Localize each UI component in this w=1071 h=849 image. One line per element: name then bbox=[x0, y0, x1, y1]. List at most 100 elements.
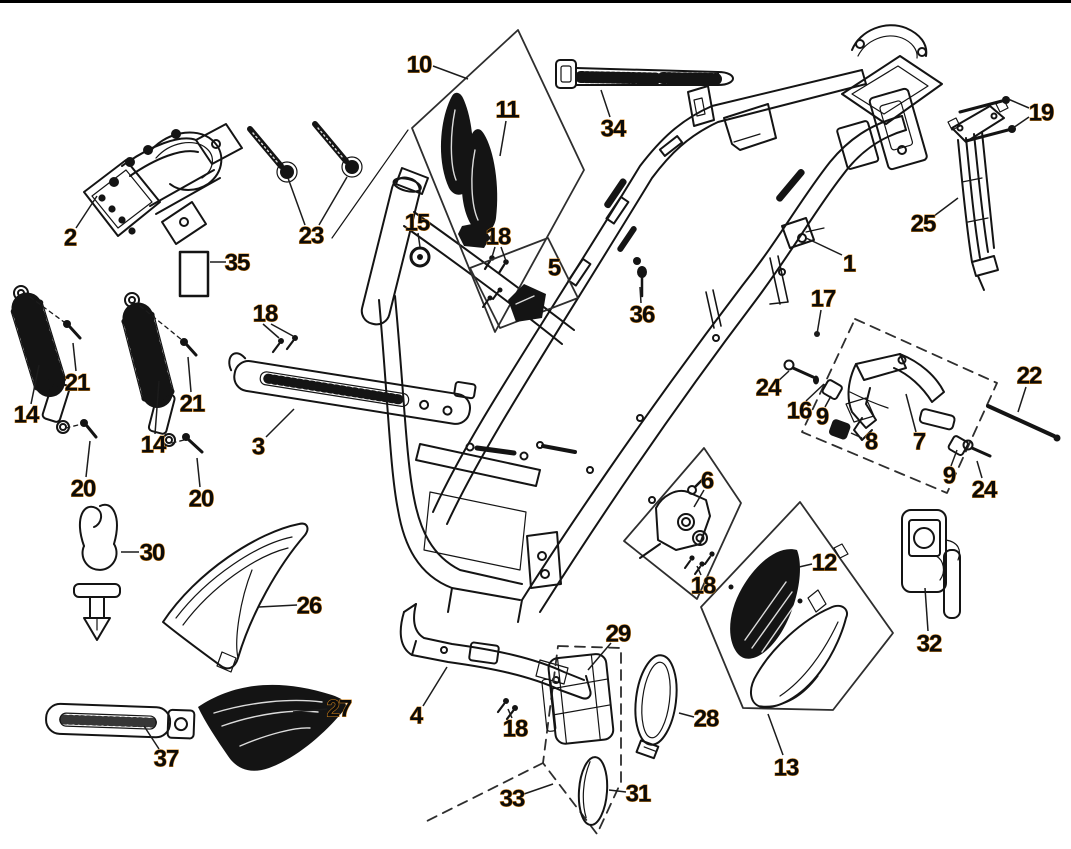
svg-text:15: 15 bbox=[405, 210, 430, 237]
part-callout-18: 18 bbox=[252, 300, 294, 339]
part-callout-7: 7 bbox=[905, 393, 927, 456]
part-callout-28: 28 bbox=[678, 705, 720, 733]
part-callout-32: 32 bbox=[916, 587, 943, 658]
svg-text:18: 18 bbox=[503, 716, 528, 743]
part-callout-10: 10 bbox=[406, 51, 469, 80]
part-callout-30: 30 bbox=[121, 539, 166, 567]
part-callout-31: 31 bbox=[608, 780, 652, 808]
part-callout-36: 36 bbox=[629, 286, 656, 329]
part-6-bracket bbox=[639, 477, 711, 559]
svg-text:11: 11 bbox=[495, 97, 519, 124]
part-callout-17: 17 bbox=[810, 285, 837, 337]
box-33-dashed-tail bbox=[424, 762, 544, 823]
part-12-cover-dark bbox=[728, 543, 849, 659]
svg-text:16: 16 bbox=[787, 398, 812, 425]
part-callout-19: 19 bbox=[1007, 98, 1055, 129]
callout-labels: 1234567899101112131414151617181818181920… bbox=[13, 51, 1055, 813]
part-callout-8: 8 bbox=[850, 428, 879, 456]
part-5-bracket bbox=[482, 284, 546, 322]
part-callout-21: 21 bbox=[179, 356, 206, 418]
svg-text:21: 21 bbox=[180, 391, 205, 418]
svg-text:3: 3 bbox=[252, 434, 265, 461]
part-14-shock-absorber-left bbox=[10, 285, 71, 434]
part-callout-12: 12 bbox=[798, 549, 838, 577]
box-33-dashed bbox=[542, 645, 622, 835]
part-27-side-cover-dark bbox=[198, 684, 346, 771]
svg-text:24: 24 bbox=[972, 477, 998, 504]
part-callout-14: 14 bbox=[13, 364, 41, 429]
svg-text:23: 23 bbox=[299, 223, 324, 250]
part-callout-23: 23 bbox=[287, 176, 348, 250]
part-callout-13: 13 bbox=[767, 713, 800, 782]
svg-text:33: 33 bbox=[500, 786, 525, 813]
part-18-screws-bracket bbox=[684, 551, 715, 575]
part-20-bolts bbox=[80, 419, 204, 454]
part-callout-22: 22 bbox=[1016, 362, 1043, 413]
part-21-bolts bbox=[63, 320, 198, 357]
part-36-screw bbox=[633, 257, 647, 298]
part-31-oval-cover bbox=[577, 756, 609, 826]
part-13-cover bbox=[750, 604, 848, 709]
part-callout-29: 29 bbox=[587, 620, 632, 671]
part-callout-24: 24 bbox=[755, 370, 790, 402]
image-top-border bbox=[0, 0, 1071, 3]
svg-text:26: 26 bbox=[297, 593, 322, 620]
svg-text:14: 14 bbox=[141, 432, 167, 459]
part-23-bolts bbox=[247, 121, 363, 183]
svg-text:28: 28 bbox=[694, 706, 719, 733]
part-callout-9: 9 bbox=[942, 449, 958, 490]
svg-text:17: 17 bbox=[811, 286, 836, 313]
part-callout-24: 24 bbox=[971, 460, 999, 504]
svg-text:30: 30 bbox=[140, 540, 165, 567]
svg-text:14: 14 bbox=[14, 402, 40, 429]
svg-text:6: 6 bbox=[701, 468, 714, 495]
part-32-bracket bbox=[901, 509, 961, 619]
part-callout-18: 18 bbox=[690, 565, 717, 600]
svg-text:37: 37 bbox=[154, 746, 179, 773]
part-callout-2: 2 bbox=[63, 195, 98, 252]
part-callout-1: 1 bbox=[805, 237, 857, 278]
svg-text:9: 9 bbox=[943, 463, 956, 490]
part-callout-6: 6 bbox=[693, 467, 715, 508]
part-25-rear-stay bbox=[947, 99, 1009, 291]
svg-text:31: 31 bbox=[626, 781, 651, 808]
svg-text:13: 13 bbox=[774, 755, 799, 782]
part-26-side-cover bbox=[162, 522, 309, 673]
box-stand-dashed bbox=[801, 318, 998, 494]
svg-text:32: 32 bbox=[917, 631, 942, 658]
svg-text:4: 4 bbox=[410, 703, 424, 730]
part-24-bolt-left bbox=[783, 359, 815, 379]
part-callout-20: 20 bbox=[70, 440, 97, 503]
svg-text:12: 12 bbox=[812, 550, 837, 577]
box-12-13-outline bbox=[700, 501, 894, 711]
part-11-panels bbox=[440, 92, 498, 248]
part-callout-16: 16 bbox=[786, 383, 825, 425]
svg-text:36: 36 bbox=[630, 302, 655, 329]
part-15-grommet bbox=[409, 246, 431, 268]
svg-text:35: 35 bbox=[225, 250, 250, 277]
part-3-floor-side-rail bbox=[228, 352, 477, 425]
part-callout-9: 9 bbox=[815, 395, 832, 431]
part-2-engine-hanger-bracket bbox=[83, 123, 243, 245]
svg-text:22: 22 bbox=[1017, 363, 1042, 390]
part-callout-15: 15 bbox=[404, 209, 431, 248]
part-callout-33: 33 bbox=[499, 783, 554, 813]
svg-text:2: 2 bbox=[64, 225, 77, 252]
part-callout-4: 4 bbox=[409, 666, 448, 730]
part-24-bolt-right bbox=[962, 439, 992, 458]
svg-text:21: 21 bbox=[65, 370, 90, 397]
svg-text:7: 7 bbox=[913, 429, 926, 456]
part-callout-20: 20 bbox=[188, 457, 215, 513]
box-6-outline bbox=[623, 447, 742, 600]
part-30-clip bbox=[73, 503, 121, 641]
svg-text:34: 34 bbox=[601, 116, 627, 143]
svg-text:25: 25 bbox=[911, 211, 936, 238]
part-callout-5: 5 bbox=[547, 254, 562, 282]
part-callout-37: 37 bbox=[143, 725, 180, 773]
svg-text:9: 9 bbox=[816, 404, 829, 431]
part-22-rod bbox=[986, 404, 1061, 442]
svg-text:8: 8 bbox=[865, 429, 878, 456]
part-callout-3: 3 bbox=[251, 408, 295, 461]
svg-text:20: 20 bbox=[71, 476, 96, 503]
svg-text:10: 10 bbox=[407, 52, 432, 79]
